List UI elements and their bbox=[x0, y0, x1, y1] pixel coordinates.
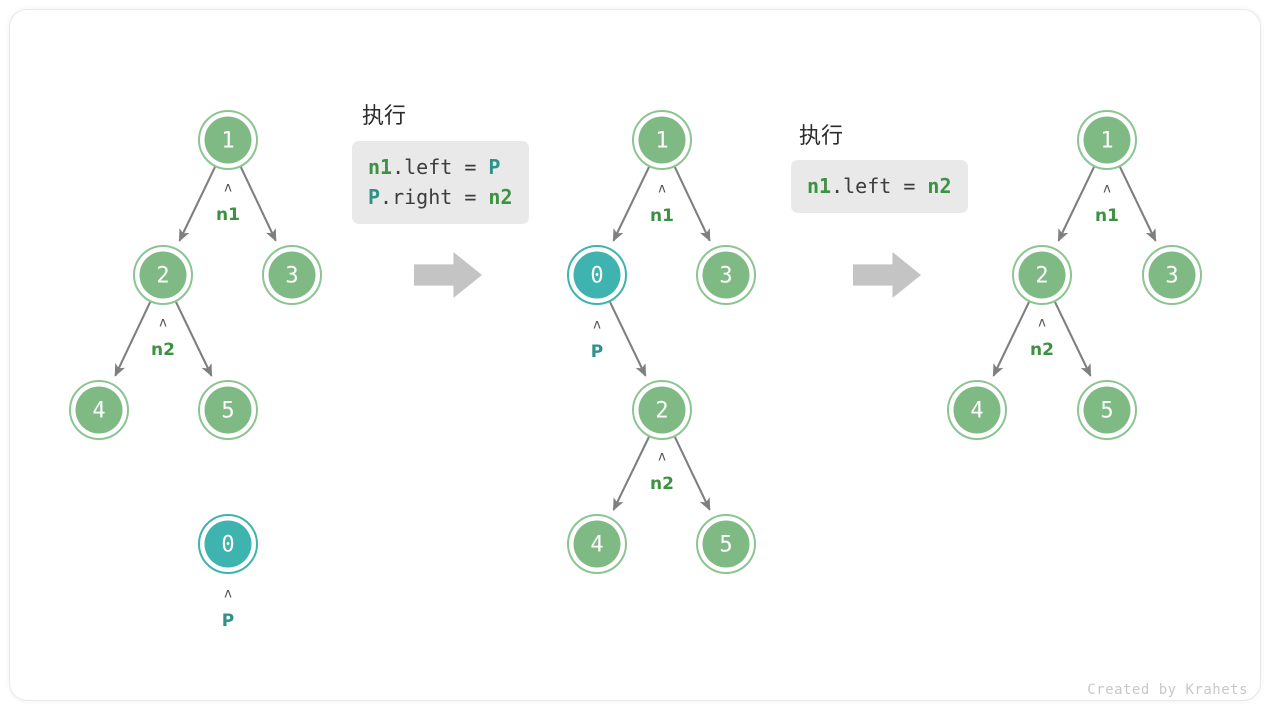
tree-node[interactable]: 2 bbox=[133, 245, 193, 305]
big-arrow-layer bbox=[414, 252, 921, 298]
tree-node-value: 1 bbox=[1100, 129, 1113, 154]
tree-edge bbox=[673, 166, 711, 242]
code-token: n2 bbox=[927, 174, 952, 198]
tree-node[interactable]: 5 bbox=[696, 514, 756, 574]
tree-edge bbox=[992, 301, 1030, 377]
pointer-label: P bbox=[591, 342, 603, 362]
pointer-label: n1 bbox=[1095, 206, 1119, 226]
pointer-caret-icon: ʌ bbox=[658, 450, 666, 465]
transition-arrow-2 bbox=[853, 252, 921, 298]
tree-node[interactable]: 1 bbox=[198, 110, 258, 170]
credit-text: Created by Krahets bbox=[1087, 682, 1248, 698]
code-token: .right = bbox=[380, 185, 489, 209]
tree-edge bbox=[1057, 166, 1095, 242]
tree-node-value: 3 bbox=[1165, 264, 1178, 289]
tree-node-value: 2 bbox=[1035, 264, 1048, 289]
tree-node[interactable]: 3 bbox=[696, 245, 756, 305]
pointer-caret-icon: ʌ bbox=[1103, 182, 1111, 197]
step-1-title: 执行 bbox=[362, 103, 407, 128]
tree-node[interactable]: 4 bbox=[567, 514, 627, 574]
tree-edge bbox=[239, 166, 277, 242]
tree-edge bbox=[1119, 166, 1157, 242]
pointer-label: n1 bbox=[216, 205, 240, 225]
tree-node[interactable]: 2 bbox=[632, 380, 692, 440]
code-token: P bbox=[488, 155, 501, 179]
tree-node-value: 1 bbox=[655, 129, 668, 154]
tree-node[interactable]: 0 bbox=[198, 514, 258, 574]
pointer-label: n2 bbox=[1030, 340, 1054, 360]
code-token: .left = bbox=[392, 155, 489, 179]
tree-node[interactable]: 1 bbox=[632, 110, 692, 170]
tree-node-value: 4 bbox=[590, 533, 603, 558]
pointer-caret-icon: ʌ bbox=[1038, 316, 1046, 331]
code-token: P bbox=[368, 185, 381, 209]
code-token: .left = bbox=[831, 174, 928, 198]
tree-node-value: 3 bbox=[285, 264, 298, 289]
edge-layer bbox=[114, 166, 1157, 511]
tree-node-value: 5 bbox=[1100, 399, 1113, 424]
code-block-2: n1.left = n2 bbox=[791, 160, 968, 213]
tree-node-value: 3 bbox=[719, 264, 732, 289]
tree-edge bbox=[175, 301, 213, 377]
tree-node[interactable]: 3 bbox=[262, 245, 322, 305]
tree-edge bbox=[612, 166, 650, 242]
node-layer: 1 2 3 4 5 0 1 0 3 2 4 5 1 2 3 4 5 bbox=[69, 110, 1202, 574]
code-line: n1.left = P bbox=[368, 152, 513, 182]
tree-node-value: 5 bbox=[221, 399, 234, 424]
tree-edge bbox=[1054, 301, 1092, 377]
pointer-label: n2 bbox=[650, 474, 674, 494]
tree-edge bbox=[114, 301, 152, 377]
tree-node[interactable]: 5 bbox=[1077, 380, 1137, 440]
tree-node[interactable]: 2 bbox=[1012, 245, 1072, 305]
pointer-caret-icon: ʌ bbox=[159, 316, 167, 331]
tree-node[interactable]: 3 bbox=[1142, 245, 1202, 305]
tree-node[interactable]: 4 bbox=[69, 380, 129, 440]
code-token: n1 bbox=[368, 155, 393, 179]
transition-arrow-1 bbox=[414, 252, 482, 298]
code-token: n2 bbox=[488, 185, 513, 209]
tree-edge bbox=[612, 436, 650, 511]
tree-node[interactable]: 5 bbox=[198, 380, 258, 440]
tree-node[interactable]: 4 bbox=[947, 380, 1007, 440]
tree-node-value: 5 bbox=[719, 533, 732, 558]
tree-node[interactable]: 1 bbox=[1077, 110, 1137, 170]
tree-edge bbox=[178, 166, 216, 242]
tree-node-value: 4 bbox=[970, 399, 983, 424]
code-line: n1.left = n2 bbox=[807, 171, 952, 201]
pointer-caret-icon: ʌ bbox=[224, 181, 232, 196]
pointer-caret-icon: ʌ bbox=[593, 318, 601, 333]
tree-node-value: 0 bbox=[221, 533, 234, 558]
pointer-label: n1 bbox=[650, 206, 674, 226]
tree-node-value: 0 bbox=[590, 264, 603, 289]
tree-edge bbox=[673, 436, 711, 511]
tree-edge bbox=[609, 301, 647, 377]
code-line: P.right = n2 bbox=[368, 182, 513, 212]
tree-node[interactable]: 0 bbox=[567, 245, 627, 305]
pointer-caret-icon: ʌ bbox=[658, 182, 666, 197]
tree-node-value: 2 bbox=[655, 399, 668, 424]
tree-node-value: 1 bbox=[221, 129, 234, 154]
step-2-title: 执行 bbox=[799, 123, 844, 148]
code-token: n1 bbox=[807, 174, 832, 198]
tree-node-value: 4 bbox=[92, 399, 105, 424]
pointer-label: P bbox=[222, 611, 234, 631]
pointer-label: n2 bbox=[151, 340, 175, 360]
tree-node-value: 2 bbox=[156, 264, 169, 289]
pointer-caret-icon: ʌ bbox=[224, 587, 232, 602]
